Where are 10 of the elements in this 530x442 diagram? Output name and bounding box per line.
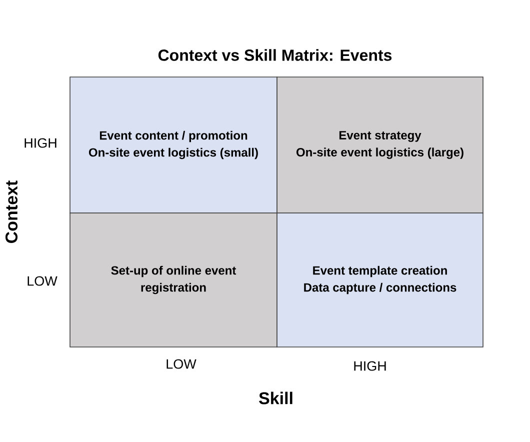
quadrant-box: Event strategy On-site event logistics (large)	[276, 76, 484, 214]
quadrant-box: Set-up of online event registration	[70, 212, 278, 348]
quadrant-box: Event content / promotion On-site event logistics (small)	[70, 76, 278, 214]
quadrant-box: Event template creation Data capture / connections	[276, 212, 484, 348]
title: Context vs Skill Matrix: Events	[158, 49, 392, 61]
axis-level-label: HIGH	[24, 138, 56, 148]
axis-level-label: HIGH	[354, 361, 386, 371]
axis-title: Skill	[259, 392, 292, 404]
axis-title: Context	[5, 180, 18, 243]
axis-level-label: LOW	[28, 276, 58, 286]
